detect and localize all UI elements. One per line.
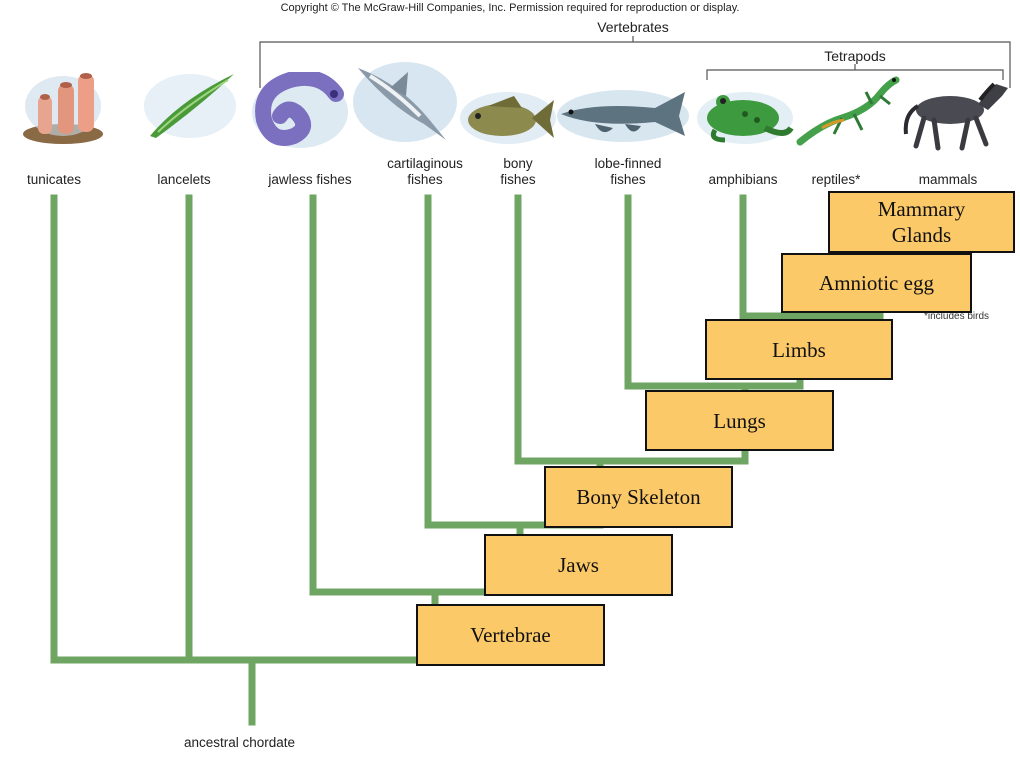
vertebrates-label: Vertebrates — [597, 19, 669, 35]
vertebrates-bracket — [259, 41, 1011, 88]
lizard-icon — [796, 76, 900, 146]
bony-fish-icon — [460, 92, 556, 144]
frog-icon — [697, 92, 794, 144]
tunicate-icon — [23, 73, 103, 144]
taxon-jawless-fishes: jawless fishes — [268, 172, 352, 187]
taxon-amphibians: amphibians — [708, 172, 778, 187]
trait-bony-skeleton: Bony Skeleton — [544, 466, 733, 528]
horse-icon — [903, 82, 1008, 151]
jawless-fish-icon — [252, 72, 348, 148]
trait-jaws: Jaws — [484, 534, 673, 596]
trait-vertebrae: Vertebrae — [416, 604, 605, 666]
trait-amniotic-egg: Amniotic egg — [781, 253, 972, 313]
tetrapods-label: Tetrapods — [824, 48, 886, 64]
trait-lungs: Lungs — [645, 390, 834, 451]
trait-limbs: Limbs — [705, 319, 893, 380]
taxon-lancelets: lancelets — [157, 172, 211, 187]
footnote: *includes birds — [924, 311, 990, 322]
taxon-mammals: mammals — [918, 172, 978, 187]
lobe-finned-fish-icon — [557, 90, 689, 142]
shark-icon — [353, 62, 457, 142]
copyright-notice: Copyright © The McGraw-Hill Companies, I… — [280, 2, 740, 14]
taxon-reptiles: reptiles* — [811, 172, 861, 187]
lancelet-icon — [144, 74, 236, 138]
taxon-tunicates: tunicates — [26, 172, 82, 187]
root-label: ancestral chordate — [184, 735, 296, 750]
